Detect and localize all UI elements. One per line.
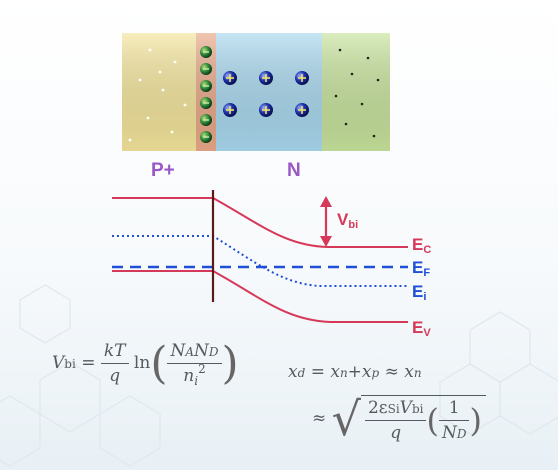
n-region-electrons	[334, 48, 380, 138]
ec-label: EC	[412, 235, 432, 256]
p-region-holes	[128, 48, 187, 142]
conduction-band-edge	[112, 197, 408, 248]
depletion-width-equation: xd = xn+xp ≈ xn	[288, 362, 422, 382]
vbi-arrow-head-down	[320, 236, 332, 247]
ei-label: Ei	[412, 282, 427, 303]
valence-band-edge	[112, 270, 408, 323]
p-region-label: P+	[151, 160, 175, 181]
ef-label: EF	[412, 258, 431, 279]
device-highlight	[122, 33, 390, 151]
ev-label: EV	[412, 318, 431, 339]
intrinsic-level	[112, 235, 408, 287]
vbi-arrow-head-up	[320, 196, 332, 207]
vbi-label: Vbi	[337, 210, 359, 231]
n-region-label: N	[287, 160, 301, 181]
